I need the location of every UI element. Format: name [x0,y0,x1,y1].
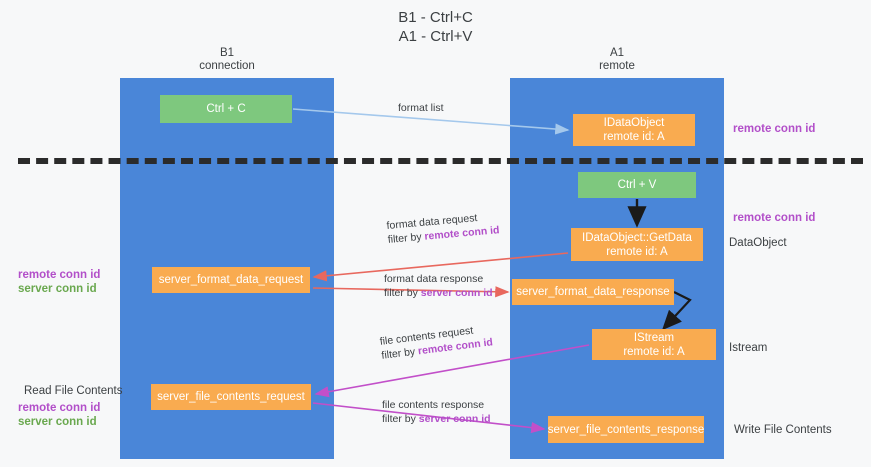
node-idataobject[interactable]: IDataObject remote id: A [573,114,695,146]
annotation-remote-conn-id-mid: remote conn id [733,212,816,224]
annotation-remote-conn-id-left-1: remote conn id [18,269,101,281]
node-ctrl-v[interactable]: Ctrl + V [578,172,696,198]
annotation-istream: Istream [729,342,768,354]
annotation-read-file-contents: Read File Contents [24,385,123,397]
lane-header-a1: A1 remote [599,47,635,72]
annotation-server-conn-id-left-1: server conn id [18,283,97,295]
node-ctrl-c[interactable]: Ctrl + C [160,95,292,123]
node-server-format-data-request[interactable]: server_format_data_request [152,267,310,293]
annotation-left-conn-ids-bottom: remote conn id server conn id [18,401,100,429]
edge-label-file-contents-response: file contents response filter by server … [382,398,491,426]
edge-label-format-data-response-title: format data response [384,273,484,285]
node-server-file-contents-request[interactable]: server_file_contents_request [151,384,311,410]
page-title: B1 - Ctrl+C A1 - Ctrl+V [398,9,473,45]
annotation-left-conn-ids-top: remote conn id server conn id [18,268,100,296]
filter-prefix: filter by [382,413,419,425]
annotation-dataobject: DataObject [729,237,787,249]
annotation-write-file-contents: Write File Contents [734,424,832,436]
edge-label-format-data-response-filter: filter by server conn id [384,286,493,300]
edge-label-file-contents-response-title: file contents response [382,399,485,411]
edge-label-format-list: format list [398,102,444,114]
filter-prefix: filter by [387,230,425,246]
node-istream[interactable]: IStream remote id: A [592,329,716,360]
filter-value-server-conn-id: server conn id [418,413,491,425]
annotation-server-conn-id-left-2: server conn id [18,416,97,428]
annotation-remote-conn-id-top: remote conn id [733,123,816,135]
node-idataobject-getdata[interactable]: IDataObject::GetData remote id: A [571,228,703,261]
filter-prefix: filter by [380,345,419,362]
lane-header-b1: B1 connection [199,47,255,72]
node-server-format-data-response[interactable]: server_format_data_response [512,279,674,305]
edge-label-file-contents-request: file contents request filter by remote c… [379,321,494,362]
annotation-remote-conn-id-left-2: remote conn id [18,402,101,414]
edge-label-format-data-response: format data response filter by server co… [384,272,493,300]
filter-value-server-conn-id: server conn id [420,287,493,299]
edge-label-format-data-request: format data request filter by remote con… [386,209,500,247]
section-divider [18,158,863,164]
node-server-file-contents-response[interactable]: server_file_contents_response [548,416,704,443]
edge-label-file-contents-response-filter: filter by server conn id [382,412,491,426]
filter-prefix: filter by [384,287,421,299]
